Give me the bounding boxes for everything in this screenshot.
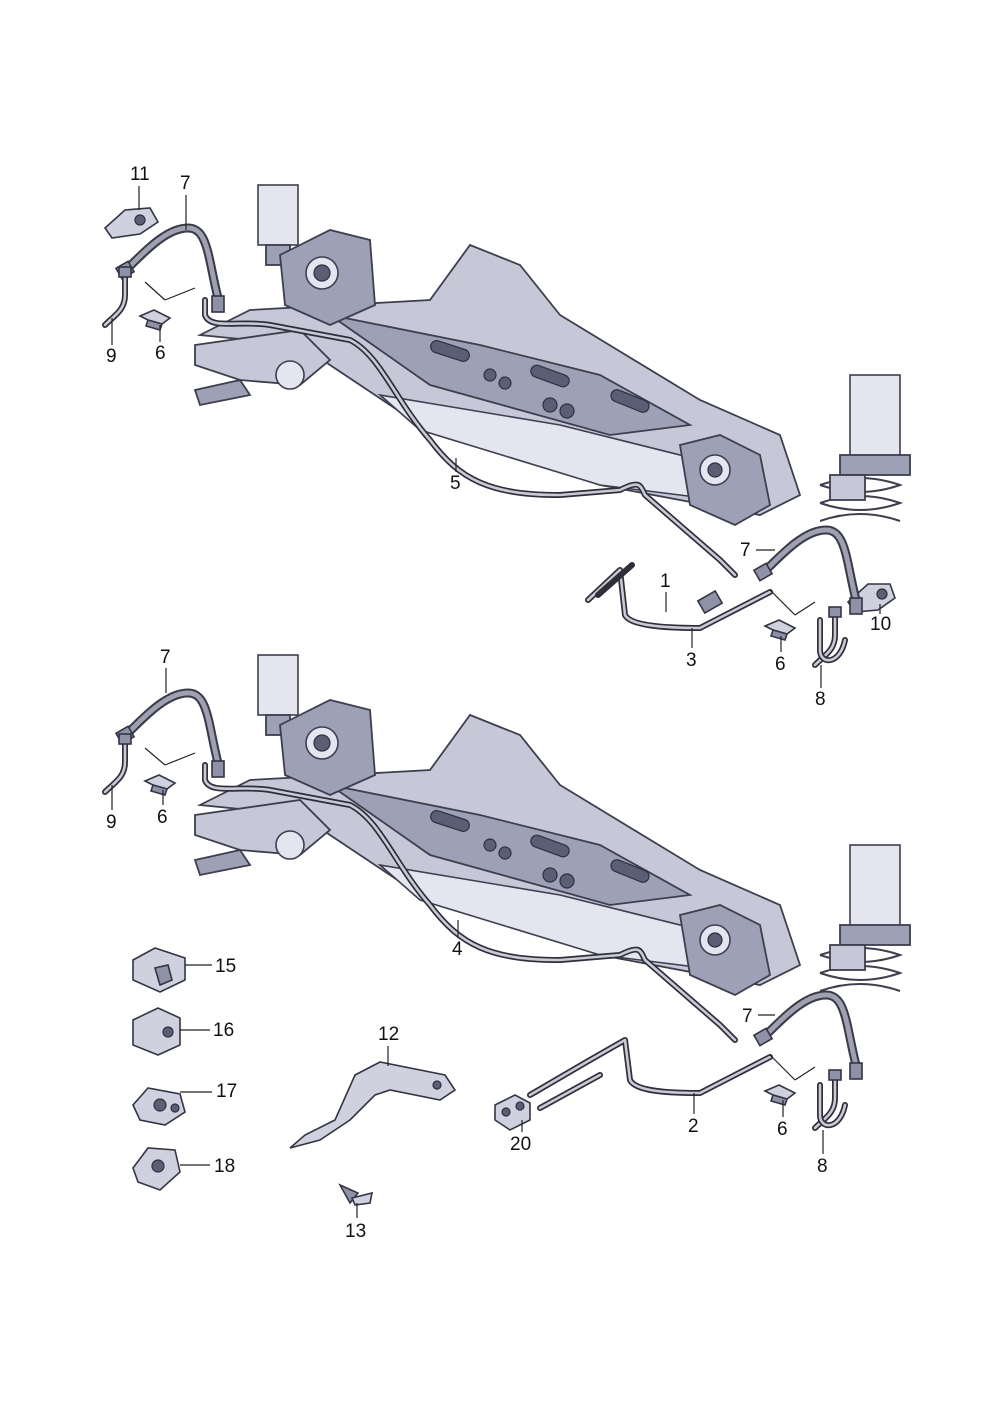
brake-hose-7-right <box>754 530 862 614</box>
rear-axle-beam-bottom <box>194 654 911 996</box>
callout-6-top-left: 6 <box>155 343 166 364</box>
bottom-assembly: 7 9 6 4 15 16 17 18 12 13 20 2 <box>105 647 911 1242</box>
callout-9-top: 9 <box>106 346 117 367</box>
holding-clip-6-bottom-right <box>764 1084 796 1106</box>
brake-hose-7-bottom-right <box>754 995 862 1079</box>
rear-axle-beam-top <box>194 184 911 526</box>
callout-7-top-left: 7 <box>180 173 191 194</box>
callout-5: 5 <box>450 473 461 494</box>
callout-10: 10 <box>870 614 891 635</box>
callout-6-bottom-left: 6 <box>157 807 168 828</box>
callout-8-top: 8 <box>815 689 826 710</box>
brake-pipe-9 <box>105 267 131 325</box>
brake-line-1-3 <box>585 562 773 631</box>
callout-18: 18 <box>214 1156 235 1177</box>
callout-15: 15 <box>215 956 236 977</box>
callout-17: 17 <box>216 1081 237 1102</box>
callout-7-bottom-right: 7 <box>742 1006 753 1027</box>
callout-2: 2 <box>688 1116 699 1137</box>
brake-pipe-9-bottom <box>105 734 131 792</box>
callout-12: 12 <box>378 1024 399 1045</box>
callout-1: 1 <box>660 571 671 592</box>
callout-7-top-right: 7 <box>740 540 751 561</box>
top-assembly: 11 7 9 6 5 1 3 7 10 6 8 <box>103 164 911 710</box>
callout-13: 13 <box>345 1221 366 1242</box>
callout-7-bottom-left: 7 <box>160 647 171 668</box>
brake-line-4 <box>202 762 738 1043</box>
callout-8-bottom: 8 <box>817 1156 828 1177</box>
screw-13 <box>338 1183 374 1206</box>
connector-piece-20 <box>494 1094 531 1131</box>
brake-line-2 <box>527 1037 773 1111</box>
callout-3: 3 <box>686 650 697 671</box>
callouts-top: 11 7 9 6 5 1 3 7 10 6 8 <box>106 164 891 710</box>
callout-11: 11 <box>130 164 150 185</box>
brake-line-5 <box>202 297 738 578</box>
callout-6-bottom-right: 6 <box>777 1119 788 1140</box>
bracket-11 <box>103 207 160 239</box>
clamp-15 <box>132 947 186 993</box>
callout-20: 20 <box>510 1134 531 1155</box>
callout-6-top-right: 6 <box>775 654 786 675</box>
callout-4: 4 <box>452 939 463 960</box>
clamp-18 <box>132 1147 181 1191</box>
holding-clip-6-right <box>764 619 796 641</box>
bracket-12 <box>289 1061 457 1149</box>
clamp-16 <box>132 1007 181 1056</box>
clamp-17 <box>132 1087 186 1126</box>
callout-9-bottom: 9 <box>106 812 117 833</box>
holding-clip-6-left <box>139 309 171 331</box>
callouts-bottom: 7 9 6 4 15 16 17 18 12 13 20 2 <box>106 647 828 1242</box>
holding-clip-6-bottom-left <box>144 774 176 796</box>
callout-16: 16 <box>213 1020 234 1041</box>
